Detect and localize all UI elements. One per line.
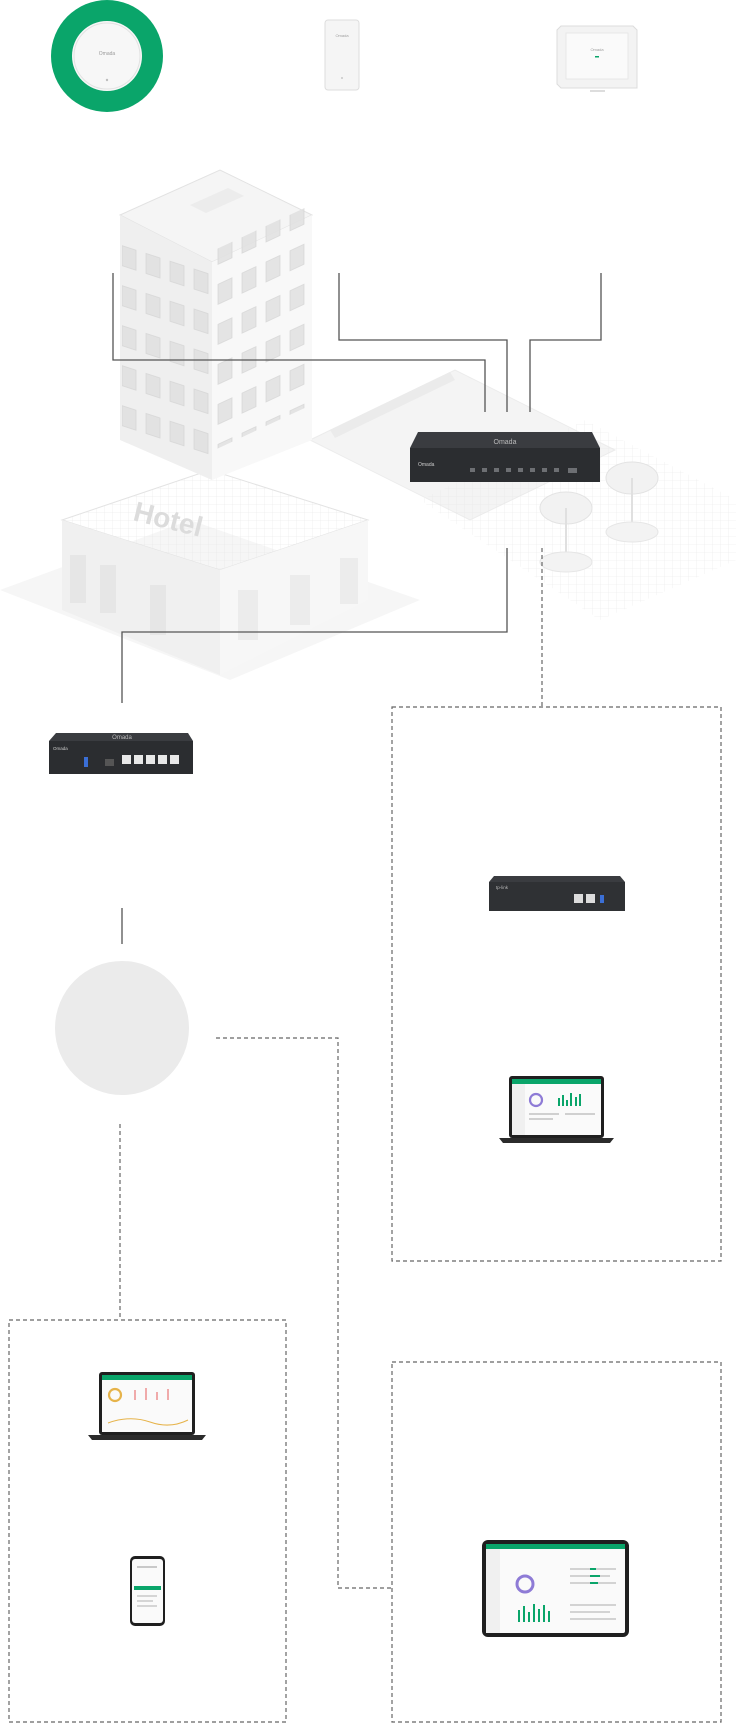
wired-connections [112, 273, 602, 944]
patio-umbrella-icon [605, 461, 659, 543]
ceiling-ap-logo: Omada [99, 51, 116, 57]
switch-top-logo: Omada [494, 439, 517, 446]
tower-windows-right [214, 205, 310, 451]
cloud-circle-icon [55, 961, 189, 1095]
controller-logo: tp-link [496, 885, 509, 890]
local-controller-box [391, 706, 722, 1262]
ceiling-access-point: Omada [51, 0, 163, 112]
switch-to-router-link [121, 548, 508, 703]
cloud-app-box [8, 1319, 287, 1723]
hotel-building-illustration: Hotel [0, 169, 736, 680]
mobile-app [130, 1556, 165, 1626]
router-front-logo: Omada [53, 746, 68, 751]
poe-switch: Omada Omada [410, 432, 600, 482]
router-top-logo: Omada [112, 735, 132, 741]
wall-plate-access-point-icon [324, 19, 360, 91]
laptop-dashboard [499, 1076, 614, 1143]
switch-front-logo: Omada [418, 462, 435, 468]
outdoor-access-point: Omada [556, 25, 638, 92]
gateway-router: Omada Omada [49, 733, 193, 774]
wall-ap-logo: Omada [335, 33, 349, 38]
cloud-to-tablet-link [216, 1037, 392, 1589]
tower-windows-left [122, 239, 212, 469]
hardware-controller: tp-link [489, 876, 625, 911]
laptop-cloud-dashboard [88, 1372, 206, 1440]
tablet-dashboard [482, 1540, 629, 1637]
wall-ap-link [338, 273, 508, 412]
hardware-controller-icon [489, 882, 625, 911]
wall-plate-access-point: Omada [324, 19, 360, 91]
gateway-router-icon [49, 741, 193, 774]
cloud-controller-box [391, 1361, 722, 1723]
ceiling-access-point-icon [72, 21, 142, 91]
outdoor-ap-logo: Omada [590, 47, 604, 52]
management-connections [119, 548, 543, 1589]
poe-switch-icon [410, 448, 600, 482]
patio-umbrella-icon [539, 491, 593, 573]
outdoor-ap-link [529, 273, 602, 412]
ceiling-ap-link [112, 273, 486, 412]
